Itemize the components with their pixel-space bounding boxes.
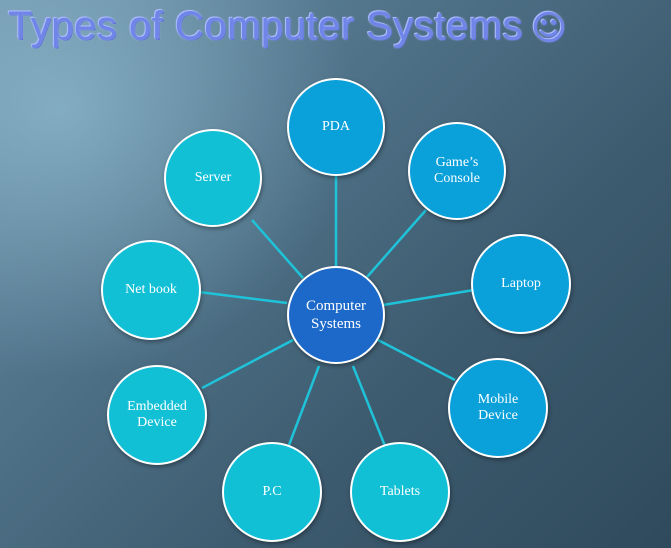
connector-pc xyxy=(287,365,321,446)
node-pc: P.C xyxy=(222,442,322,542)
node-mobile-device: Mobile Device xyxy=(448,358,548,458)
connector-net-book xyxy=(198,290,288,305)
node-label: Tablets xyxy=(379,484,421,499)
connector-games-console xyxy=(366,209,427,278)
node-label: Game’s Console xyxy=(434,155,480,186)
node-label: Mobile Device xyxy=(477,392,519,423)
connector-tablets xyxy=(351,365,387,447)
node-server: Server xyxy=(164,129,262,227)
connector-laptop xyxy=(382,288,475,307)
connector-embedded-device xyxy=(201,338,294,390)
smiley-icon: ☺ xyxy=(530,8,567,48)
node-label: Laptop xyxy=(501,276,541,291)
node-embedded-device: Embedded Device xyxy=(107,365,207,465)
center-label: Computer Systems xyxy=(306,298,366,332)
node-computer-systems: Computer Systems xyxy=(287,266,385,364)
slide-title: Types of Computer Systems☺ xyxy=(8,0,671,54)
node-games-console: Game’s Console xyxy=(408,122,506,220)
node-laptop: Laptop xyxy=(471,234,571,334)
node-label: Net book xyxy=(125,282,177,297)
node-label: Server xyxy=(194,170,232,185)
node-label: Embedded Device xyxy=(127,399,187,430)
node-net-book: Net book xyxy=(101,240,201,340)
connector-mobile-device xyxy=(377,338,456,382)
node-tablets: Tablets xyxy=(350,442,450,542)
node-label: PDA xyxy=(321,119,350,134)
node-label: P.C xyxy=(262,484,282,499)
connector-server xyxy=(251,219,304,279)
node-pda: PDA xyxy=(287,78,385,176)
title-text: Types of Computer Systems xyxy=(8,4,523,48)
